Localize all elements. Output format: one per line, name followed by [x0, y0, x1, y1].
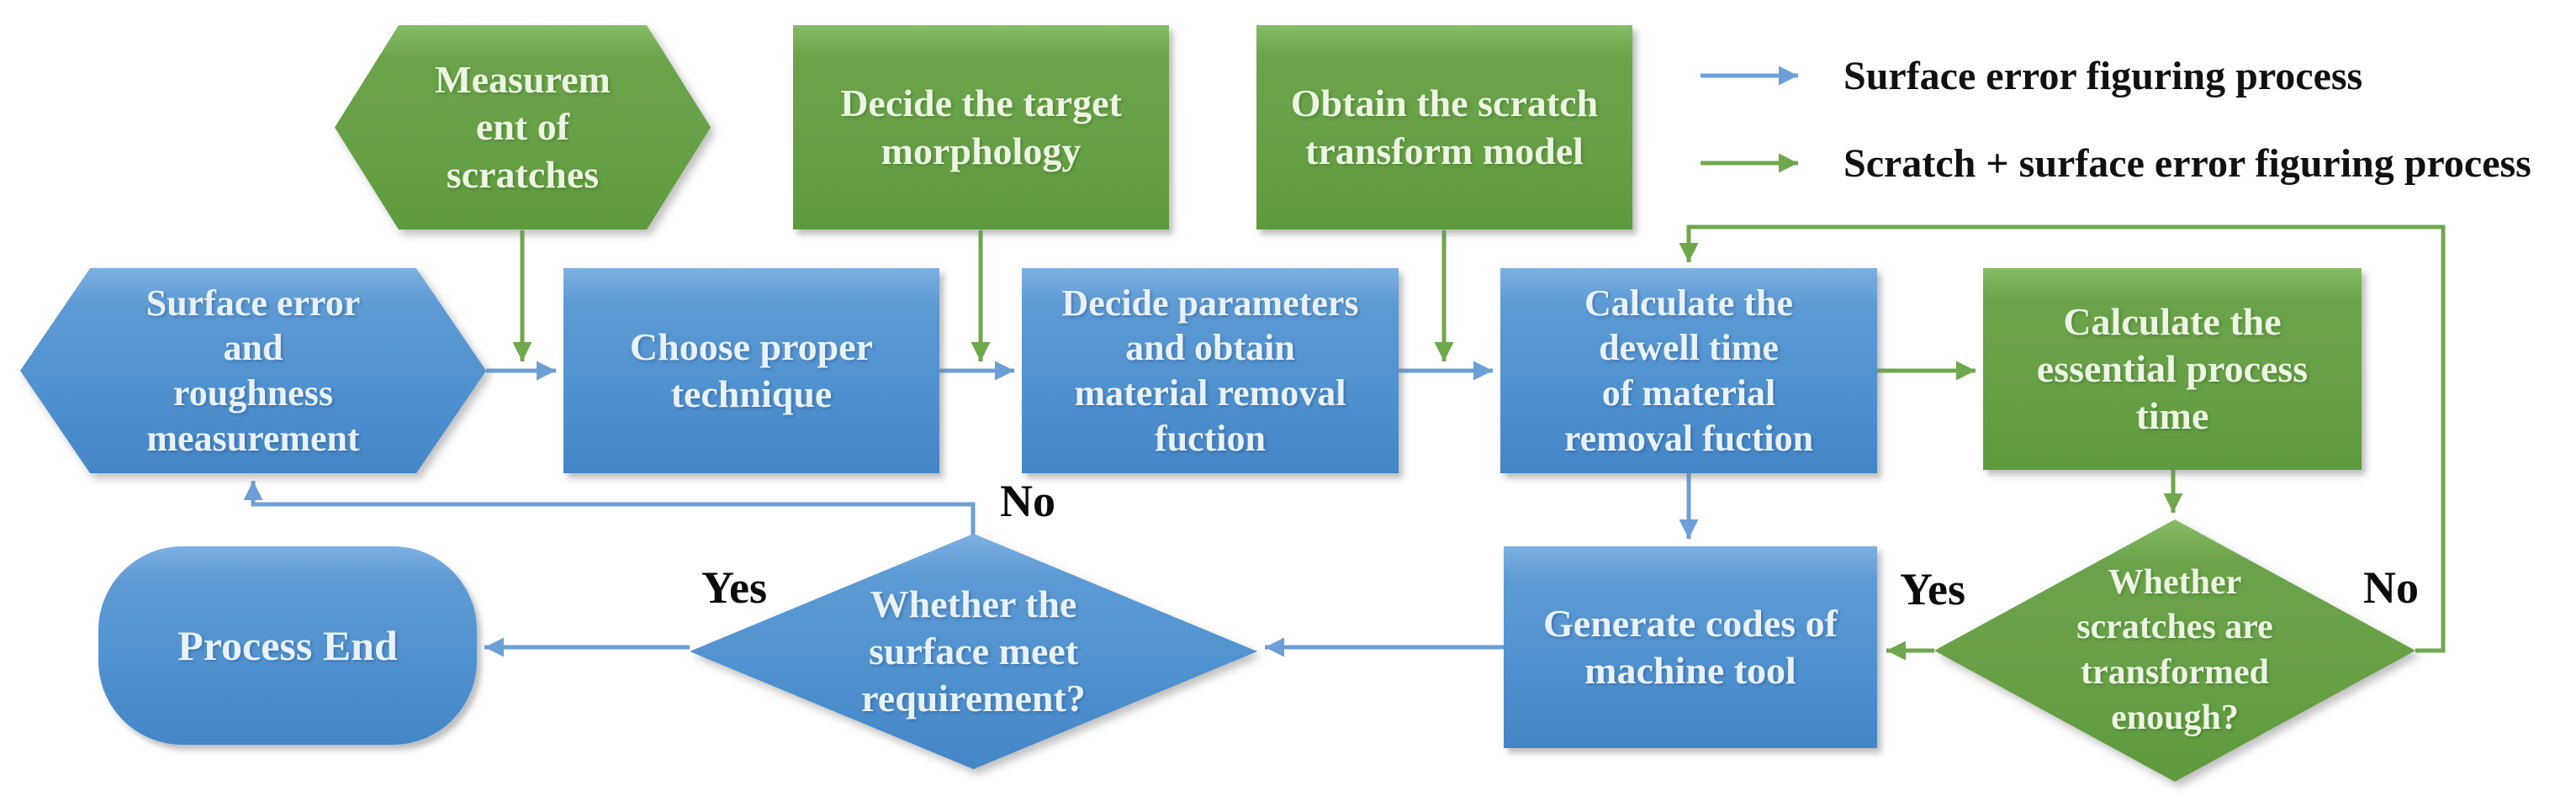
edge-surfacemeets-no-loop	[243, 481, 976, 535]
node-surface-error-roughness-measurement-label: Surface error and roughness measurement	[20, 268, 486, 473]
label-scratch-yes: Yes	[1900, 564, 1965, 614]
node-process-end: Process End	[98, 546, 477, 745]
node-decide-parameters-material-removal: Decide parameters and obtain material re…	[1022, 268, 1399, 473]
node-decide-target-morphology: Decide the target morphology	[793, 25, 1169, 229]
node-calculate-essential-process-time: Calculate the essential process time	[1983, 268, 2362, 470]
node-calculate-dwell-time: Calculate the dewell time of material re…	[1500, 268, 1877, 473]
node-surface-error-roughness-measurement: Surface error and roughness measurement	[20, 268, 486, 473]
node-choose-proper-technique: Choose proper technique	[563, 268, 939, 473]
node-whether-scratches-transformed: Whether scratches are transformed enough…	[1934, 519, 2415, 782]
legend-label-scratch-surface: Scratch + surface error figuring process	[1843, 140, 2531, 186]
node-measurement-of-scratches-label: Measurem ent of scratches	[335, 25, 711, 229]
edge-scratchdiamond-no-loop	[1679, 224, 2446, 653]
node-obtain-scratch-transform-model: Obtain the scratch transform model	[1256, 25, 1632, 229]
label-surface-yes: Yes	[701, 562, 767, 613]
label-surface-no: No	[1000, 476, 1055, 526]
node-whether-scratches-transformed-label: Whether scratches are transformed enough…	[1934, 519, 2415, 782]
legend-label-surface-error: Surface error figuring process	[1843, 53, 2363, 98]
node-generate-codes-machine-tool: Generate codes of machine tool	[1504, 546, 1877, 748]
node-whether-surface-meet-requirement: Whether the surface meet requirement?	[690, 534, 1257, 769]
node-measurement-of-scratches: Measurem ent of scratches	[335, 25, 711, 229]
label-scratch-no: No	[2363, 562, 2419, 613]
